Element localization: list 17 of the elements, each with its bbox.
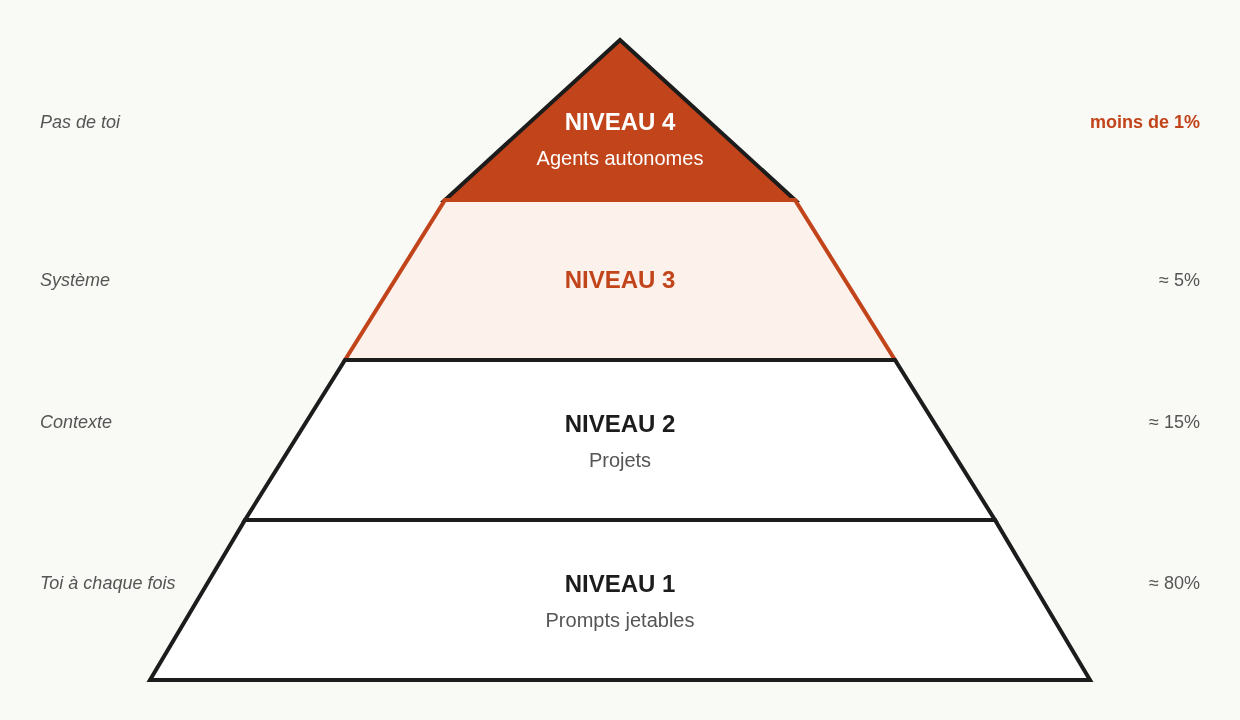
share-percentage: moins de 1% [1089, 111, 1200, 133]
level-title: NIVEAU 3 [564, 266, 676, 294]
level-title: NIVEAU 1 [564, 570, 676, 598]
pyramid-tier [147, 517, 1093, 683]
level-title: NIVEAU 4 [564, 108, 676, 136]
share-percentage: ≈ 5% [1159, 269, 1200, 291]
level-description: Agents autonomes [536, 146, 704, 170]
tier-caption: Toi à chaque fois [40, 572, 176, 594]
level-title: NIVEAU 2 [564, 410, 676, 438]
share-percentage: ≈ 80% [1149, 572, 1200, 594]
tier-caption: Pas de toi [40, 111, 121, 133]
level-description: Prompts jetables [545, 608, 695, 632]
pyramid-tier [442, 37, 798, 203]
level-description: Projets [588, 448, 652, 472]
tier-caption: Contexte [40, 411, 113, 433]
share-percentage: ≈ 15% [1149, 411, 1200, 433]
tier-caption: Système [40, 269, 111, 291]
